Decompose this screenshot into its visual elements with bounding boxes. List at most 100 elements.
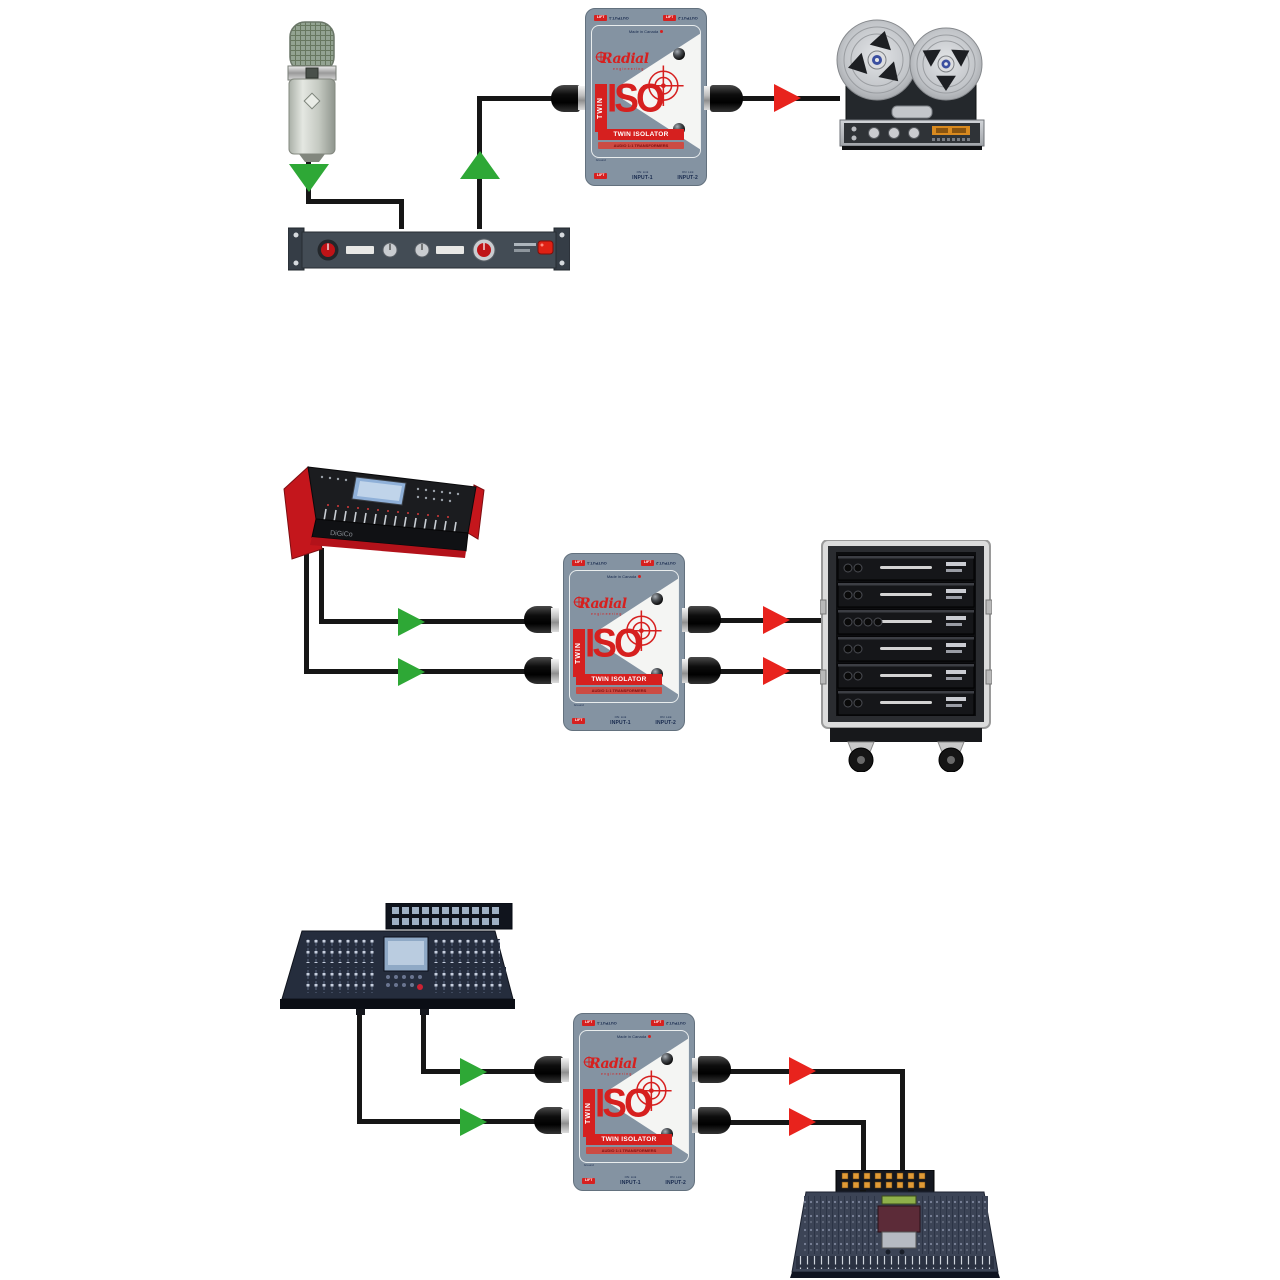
input1-link-label: ON: Link bbox=[624, 1175, 637, 1179]
signal-arrow-down-icon bbox=[289, 164, 329, 192]
red-dot-icon bbox=[648, 1035, 652, 1038]
xlr-connector bbox=[551, 85, 580, 112]
signal-arrow-up-icon bbox=[460, 151, 500, 179]
input2-group: ON: Link INPUT-2 bbox=[677, 170, 698, 181]
xlr-collar bbox=[551, 659, 559, 683]
output2-label: OUTPUT-2 bbox=[656, 560, 676, 566]
product-subtitle-strip: AUDIO 1:1 TRANSFORMERS bbox=[598, 142, 684, 149]
signal-arrow-right-icon bbox=[398, 658, 425, 686]
brand-subtitle: engineering bbox=[591, 612, 623, 616]
mic-cable bbox=[399, 199, 404, 229]
xlr-collar bbox=[692, 1109, 700, 1133]
ground-label: Ground bbox=[595, 158, 606, 162]
bowtie-graphic bbox=[600, 578, 678, 695]
brand-subtitle: engineering bbox=[601, 1072, 633, 1076]
input2-link-label: ON: Link bbox=[681, 170, 694, 174]
xlr-collar bbox=[682, 608, 690, 632]
signal-arrow-right-icon bbox=[789, 1057, 816, 1085]
console-output-cable bbox=[357, 1006, 362, 1124]
output1-group: LIFT OUTPUT-1 bbox=[594, 15, 629, 21]
twin-iso-unit-3: LIFT OUTPUT-1 LIFT OUTPUT-2 Made in Cana… bbox=[573, 1013, 695, 1191]
iso-output-panel: LIFT OUTPUT-1 LIFT OUTPUT-2 bbox=[586, 12, 706, 24]
xlr-connector bbox=[524, 606, 553, 633]
iso-input-panel: Ground LIFT ON: Link INPUT-1 ON: Link IN… bbox=[574, 1163, 694, 1186]
output1-lift-switch: LIFT bbox=[582, 1020, 596, 1026]
signal-arrow-right-icon bbox=[789, 1108, 816, 1136]
ground-lift-switch: LIFT bbox=[572, 718, 586, 724]
ground-lift-group: Ground LIFT bbox=[582, 1163, 596, 1186]
output2-group: LIFT OUTPUT-2 bbox=[650, 1020, 686, 1026]
xlr-collar bbox=[561, 1058, 569, 1082]
xlr-connector bbox=[534, 1056, 563, 1083]
digital-mixing-console-digico: DiGiCo bbox=[283, 466, 485, 560]
iso-faceplate: Made in Canada Radial engineering TWIN I… bbox=[569, 570, 679, 703]
made-in-label: Made in Canada bbox=[592, 29, 700, 34]
diagram-studio-recording: LIFT OUTPUT-1 LIFT OUTPUT-2 Made in Cana… bbox=[0, 0, 1280, 300]
input1-link-label: ON: Link bbox=[614, 715, 627, 719]
twin-vertical-label: TWIN bbox=[595, 84, 607, 132]
output2-lift-switch: LIFT bbox=[640, 560, 655, 566]
radial-logo: Radial engineering bbox=[583, 1056, 637, 1077]
iso-output-panel: LIFT OUTPUT-1 LIFT OUTPUT-2 bbox=[564, 557, 684, 569]
radial-logo: Radial engineering bbox=[573, 596, 627, 617]
bowtie-graphic bbox=[610, 1038, 688, 1155]
radial-emblem-icon bbox=[573, 596, 585, 608]
brand-subtitle: engineering bbox=[613, 67, 645, 71]
bowtie-graphic bbox=[622, 33, 700, 150]
xlr-collar bbox=[561, 1109, 569, 1133]
input1-group: ON: Link INPUT-1 bbox=[610, 715, 631, 726]
twin-iso-unit-1: LIFT OUTPUT-1 LIFT OUTPUT-2 Made in Cana… bbox=[585, 8, 707, 186]
brand-name: Radial bbox=[579, 596, 627, 612]
ground-lift-group: Ground LIFT bbox=[594, 158, 608, 181]
diagram-console-insert: LIFT OUTPUT-1 LIFT OUTPUT-2 Made in Cana… bbox=[0, 900, 1280, 1280]
input2-link-label: ON: Link bbox=[669, 1175, 682, 1179]
output2-group: LIFT OUTPUT-2 bbox=[662, 15, 698, 21]
red-dot-icon bbox=[638, 575, 642, 578]
input2-link-label: ON: Link bbox=[659, 715, 672, 719]
output1-label: OUTPUT-1 bbox=[597, 1020, 618, 1026]
ground-lift-switch: LIFT bbox=[594, 173, 608, 179]
mic-cable bbox=[306, 199, 404, 204]
crosshair-icon bbox=[648, 1088, 654, 1094]
output2-label: OUTPUT-2 bbox=[678, 15, 698, 21]
tube-condenser-microphone bbox=[287, 21, 337, 162]
radial-twin-iso-device: LIFT OUTPUT-1 LIFT OUTPUT-2 Made in Cana… bbox=[563, 553, 685, 731]
xlr-connector bbox=[688, 657, 721, 684]
digico-logo-text: DiGiCo bbox=[330, 530, 353, 539]
iso-output-cable bbox=[729, 1069, 905, 1074]
ground-lift-group: Ground LIFT bbox=[572, 703, 586, 726]
output2-lift-switch: LIFT bbox=[650, 1020, 665, 1026]
xlr-collar bbox=[692, 1058, 700, 1082]
input2-group: ON: Link INPUT-2 bbox=[655, 715, 676, 726]
thumbscrew-top-icon bbox=[651, 593, 663, 605]
output1-lift-switch: LIFT bbox=[594, 15, 608, 21]
thumbscrew-top-icon bbox=[661, 1053, 673, 1065]
output1-group: LIFT OUTPUT-1 bbox=[582, 1020, 617, 1026]
output2-label: OUTPUT-2 bbox=[666, 1020, 686, 1026]
input1-label: INPUT-1 bbox=[620, 1180, 641, 1186]
radial-twin-iso-device: LIFT OUTPUT-1 LIFT OUTPUT-2 Made in Cana… bbox=[585, 8, 707, 186]
console-output-cable bbox=[304, 538, 309, 674]
input2-group: ON: Link INPUT-2 bbox=[665, 1175, 686, 1186]
preamp-output-cable bbox=[477, 96, 555, 101]
iso-faceplate: Made in Canada Radial engineering TWIN I… bbox=[579, 1030, 689, 1163]
crosshair-icon bbox=[660, 83, 666, 89]
xlr-connector bbox=[698, 1107, 731, 1134]
output1-label: OUTPUT-1 bbox=[587, 560, 608, 566]
output1-group: LIFT OUTPUT-1 bbox=[572, 560, 607, 566]
digital-mixing-console-yamaha bbox=[280, 903, 515, 1015]
console-output-cable bbox=[319, 548, 324, 624]
made-in-label: Made in Canada bbox=[580, 1034, 688, 1039]
product-title-strip: TWIN ISOLATOR bbox=[598, 129, 684, 140]
xlr-collar bbox=[578, 86, 586, 110]
xlr-connector bbox=[698, 1056, 731, 1083]
signal-arrow-right-icon bbox=[763, 606, 790, 634]
output1-label: OUTPUT-1 bbox=[609, 15, 630, 21]
iso-input-panel: Ground LIFT ON: Link INPUT-1 ON: Link IN… bbox=[586, 158, 706, 181]
product-title-strip: TWIN ISOLATOR bbox=[586, 1134, 672, 1145]
crosshair-icon bbox=[638, 628, 644, 634]
twin-vertical-label: TWIN bbox=[573, 629, 585, 677]
xlr-collar bbox=[682, 659, 690, 683]
brand-name: Radial bbox=[601, 51, 649, 67]
input1-link-label: ON: Link bbox=[636, 170, 649, 174]
